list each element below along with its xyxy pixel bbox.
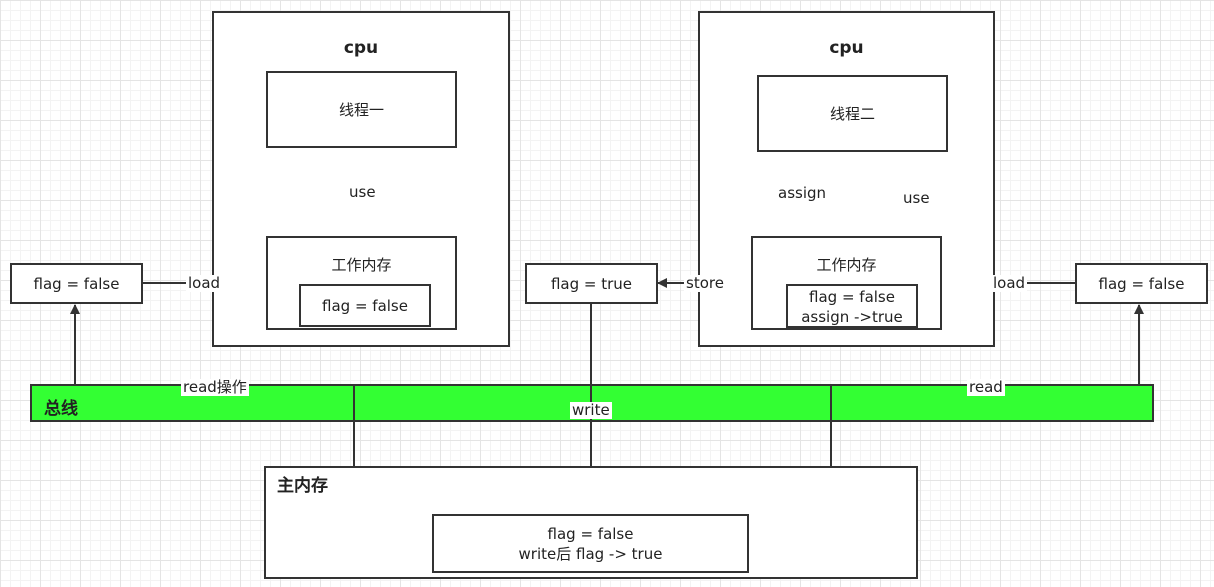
bus-label: 总线 bbox=[44, 399, 78, 419]
main-memory-line-1: flag = false bbox=[547, 525, 634, 543]
left-flag-value: flag = false bbox=[33, 274, 120, 293]
bus-divider-left bbox=[353, 384, 355, 422]
middle-flag-value: flag = true bbox=[550, 274, 633, 293]
right-flag-box: flag = false bbox=[1075, 263, 1208, 304]
thread-2-box: 线程二 bbox=[757, 75, 948, 152]
write-label: write bbox=[570, 401, 612, 419]
read-right-label: read bbox=[967, 378, 1005, 396]
middle-flag-box: flag = true bbox=[525, 263, 658, 304]
assign-label: assign bbox=[776, 184, 829, 202]
working-memory-1-label: 工作内存 bbox=[331, 256, 392, 274]
read-left-label: read操作 bbox=[181, 378, 249, 396]
working-memory-1-value-box: flag = false bbox=[299, 284, 431, 327]
use-left-label: use bbox=[347, 183, 378, 201]
use-right-label: use bbox=[901, 189, 932, 207]
working-memory-1-value: flag = false bbox=[322, 296, 408, 315]
right-flag-value: flag = false bbox=[1098, 274, 1185, 293]
thread-1-box: 线程一 bbox=[266, 71, 457, 148]
bus-divider-right bbox=[830, 384, 832, 422]
working-memory-2-label: 工作内存 bbox=[816, 256, 877, 274]
working-memory-2-line-1: flag = false bbox=[809, 288, 895, 306]
cpu-2-title: cpu bbox=[829, 38, 864, 58]
load-left-label: load bbox=[186, 274, 223, 292]
thread-2-label: 线程二 bbox=[829, 104, 875, 123]
left-flag-box: flag = false bbox=[10, 263, 143, 304]
cpu-1-title: cpu bbox=[343, 38, 379, 58]
working-memory-2-line-2: assign ->true bbox=[801, 308, 903, 326]
load-right-label: load bbox=[991, 274, 1028, 292]
main-memory-value-box: flag = false write后 flag -> true bbox=[432, 514, 749, 573]
main-memory-line-2: write后 flag -> true bbox=[518, 545, 663, 563]
working-memory-2-value-box: flag = false assign ->true bbox=[786, 284, 918, 328]
thread-1-label: 线程一 bbox=[338, 100, 384, 119]
store-label: store bbox=[684, 274, 726, 292]
main-memory-title: 主内存 bbox=[277, 476, 328, 496]
